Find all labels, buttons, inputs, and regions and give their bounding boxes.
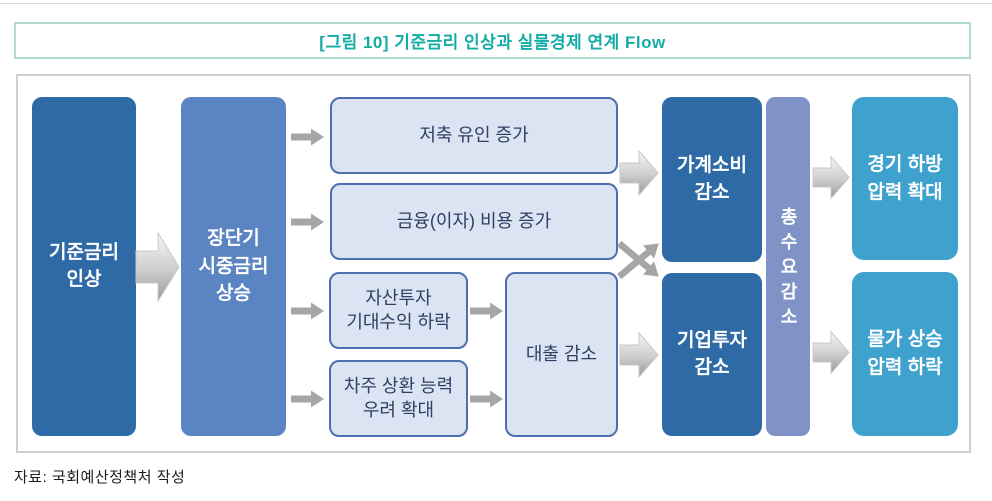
node-savings-incentive: 저축 유인 증가 [330,97,618,174]
flow-arrow-icon [291,302,325,320]
node-finance-cost-increase: 금융(이자) 비용 증가 [330,183,618,260]
flow-arrow-icon [812,330,850,375]
flow-arrow-icon [812,155,850,200]
flow-arrow-icon [291,128,325,146]
total-demand-decrease-bar: 총수요감소 [766,97,810,436]
figure-caption: [그림 10] 기준금리 인상과 실물경제 연계 Flow [319,33,666,52]
node-loan-decrease: 대출 감소 [505,272,618,437]
figure-caption-box: [그림 10] 기준금리 인상과 실물경제 연계 Flow [14,22,971,59]
node-base-rate-increase: 기준금리 인상 [32,97,136,436]
flow-arrow-icon [619,331,659,379]
node-market-rate-rise: 장단기 시중금리 상승 [181,97,286,436]
flow-arrow-icon [470,302,504,320]
source-note: 자료: 국회예산정책처 작성 [14,469,186,486]
flow-arrow-icon [291,390,325,408]
flow-arrow-icon [291,213,325,231]
node-borrower-repayment-concern: 차주 상환 능력 우려 확대 [329,360,468,437]
node-economy-downward-pressure: 경기 하방 압력 확대 [852,97,958,260]
top-divider [0,3,992,4]
flow-arrow-icon [135,231,180,303]
flow-diagram-panel: 기준금리 인상 장단기 시중금리 상승 저축 유인 증가 금융(이자) 비용 증… [16,74,971,453]
node-asset-return-decline: 자산투자 기대수익 하락 [329,272,468,349]
flow-arrow-icon [470,390,504,408]
cross-arrows-icon [617,236,661,284]
node-price-pressure-decline: 물가 상승 압력 하락 [852,272,958,436]
node-household-consumption-decrease: 가계소비 감소 [662,97,762,262]
node-corporate-investment-decrease: 기업투자 감소 [662,273,762,436]
flow-arrow-icon [619,149,659,197]
